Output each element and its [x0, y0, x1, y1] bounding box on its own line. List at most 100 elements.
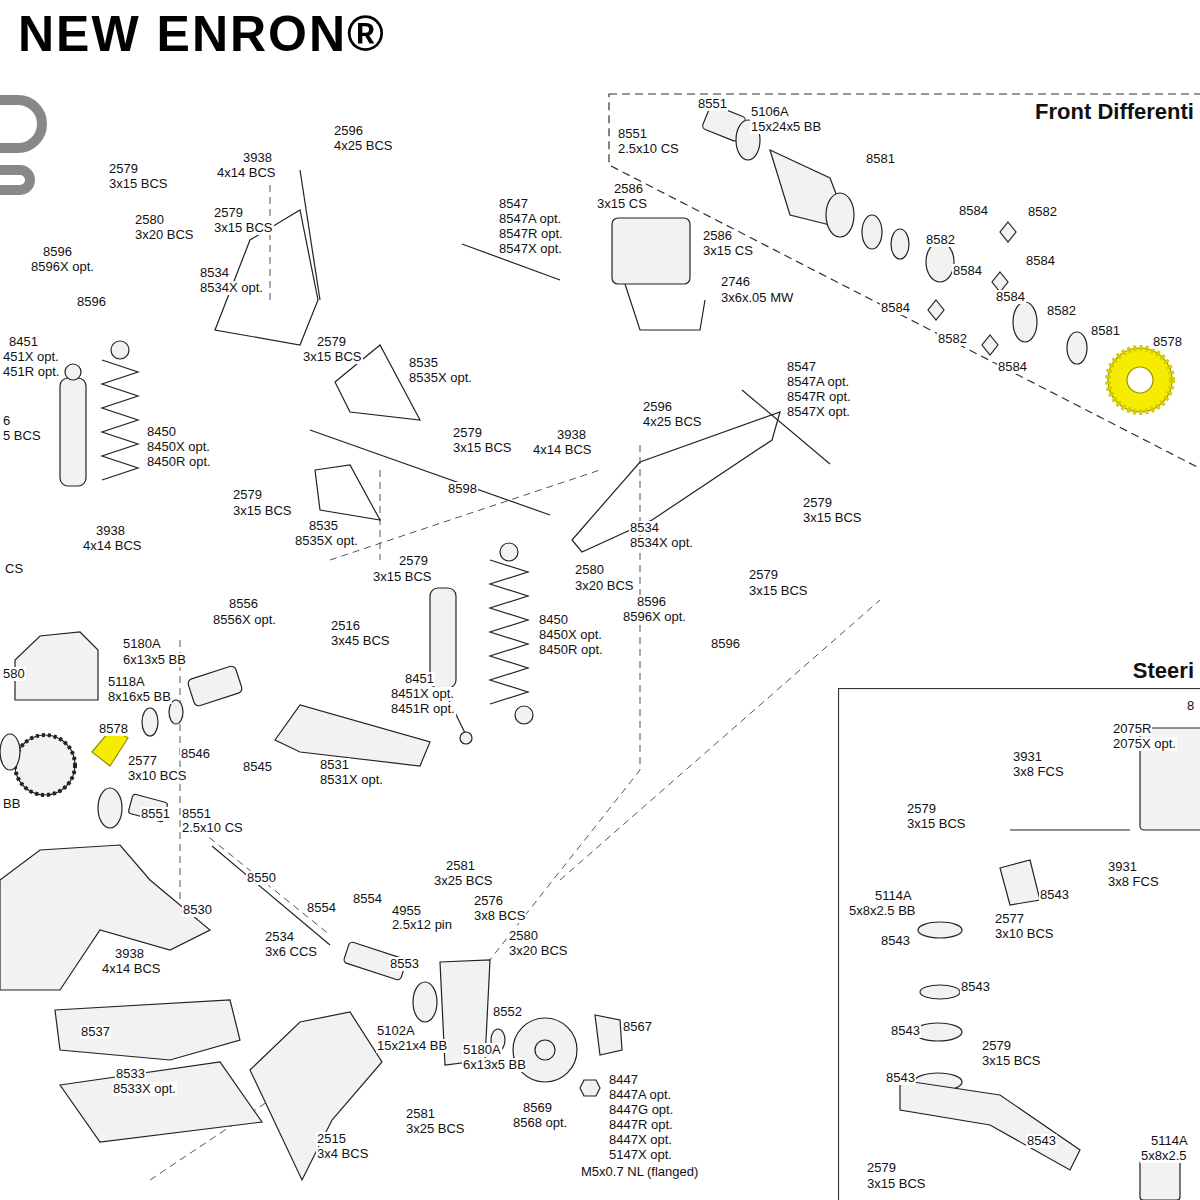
callout-number: 8551 [697, 97, 728, 111]
callout-number: 6x13x5 BB [122, 653, 187, 667]
callout-number: 3931 [1012, 750, 1043, 764]
callout-number: 8584 [1025, 254, 1056, 268]
callout-number: 3x15 BCS [302, 350, 363, 364]
callout-number: 8447 [608, 1073, 639, 1087]
part-outline [982, 335, 998, 355]
callout-number: 8534X opt. [199, 281, 264, 295]
callout-number: 4x14 BCS [101, 962, 162, 976]
part-outline [102, 360, 138, 480]
callout-number: 3x15 BCS [866, 1177, 927, 1191]
callout-number: 8535X opt. [294, 534, 359, 548]
callout-number: 3x20 BCS [574, 579, 635, 593]
callout-number: 8596X opt. [30, 260, 95, 274]
part-outline [500, 543, 518, 561]
callout-number: 8531 [319, 758, 350, 772]
callout-number: 4x25 BCS [333, 139, 394, 153]
panel-border [839, 689, 1200, 1200]
callout-number: 2579 [213, 206, 244, 220]
part-outline [1000, 860, 1040, 905]
part-outline [926, 242, 954, 282]
part-outline [470, 445, 640, 985]
callout-number: 8552 [492, 1005, 523, 1019]
callout-number: 8554 [352, 892, 383, 906]
part-outline [330, 470, 600, 560]
part-outline [1108, 348, 1172, 412]
parts [0, 104, 1200, 1200]
callout-number: 2596 [333, 124, 364, 138]
callout-number: 2515 [316, 1132, 347, 1146]
callout-number: 8450R opt. [146, 455, 212, 469]
part-outline [1140, 1160, 1180, 1200]
part-outline [914, 1023, 962, 1041]
callout-number: 8551 [617, 127, 648, 141]
part-outline [98, 788, 122, 828]
callout-number: 2576 [473, 894, 504, 908]
callout-number: BB [2, 797, 21, 811]
part-outline [928, 300, 944, 320]
part-outline [0, 845, 210, 990]
part-outline [1067, 332, 1087, 364]
callout-number: 8447X opt. [608, 1133, 673, 1147]
callout-number: 3x8 FCS [1012, 765, 1065, 779]
callout-number: 8534 [199, 266, 230, 280]
callout-number: 8530 [182, 903, 213, 917]
callout-number: 8535 [308, 519, 339, 533]
part-outline [250, 1012, 382, 1180]
callout-number: 8547A opt. [786, 375, 850, 389]
callout-number: 8x16x5 BB [107, 690, 172, 704]
callout-number: 8567 [622, 1020, 653, 1034]
callout-number: 8596 [76, 295, 107, 309]
callout-number: 8535X opt. [408, 371, 473, 385]
callout-number: 3x10 BCS [127, 769, 188, 783]
callout-number: 8584 [952, 264, 983, 278]
callout-number: 8535 [408, 356, 439, 370]
panel-title: Front Differenti [1033, 99, 1196, 125]
callout-number: 8582 [1046, 304, 1077, 318]
callout-number: 8531X opt. [319, 773, 384, 787]
callout-number: 8450 [538, 613, 569, 627]
part-outline [142, 708, 158, 736]
part-outline [891, 229, 909, 259]
part-outline [15, 735, 75, 795]
callout-number: 8 [1186, 699, 1195, 713]
part-outline [60, 378, 86, 486]
part-outline [513, 1018, 577, 1082]
panel-title: Steeri [1131, 658, 1196, 684]
part-outline [920, 985, 960, 999]
callout-number: 5x8x2.5 BB [848, 904, 917, 918]
callout-number: 8545 [242, 760, 273, 774]
callout-number: 8551 [181, 807, 212, 821]
callout-number: 8447A opt. [608, 1088, 672, 1102]
callout-number: 2579 [802, 496, 833, 510]
callout-number: 2586 [613, 182, 644, 196]
callout-number: 8547A opt. [498, 212, 562, 226]
part-outline [490, 560, 528, 704]
callout-number: 15x21x4 BB [376, 1039, 448, 1053]
callout-number: 8543 [890, 1024, 921, 1038]
callout-number: 5x8x2.5 [1140, 1149, 1188, 1163]
callout-number: 2596 [642, 400, 673, 414]
callout-number: 2579 [108, 162, 139, 176]
callout-number: 8447G opt. [608, 1103, 674, 1117]
callout-number: 8582 [925, 233, 956, 247]
callout-number: 8578 [1152, 335, 1183, 349]
callout-number: 2579 [981, 1039, 1012, 1053]
callout-number: 5106A [750, 105, 790, 119]
callout-number: 8584 [997, 360, 1028, 374]
callout-number: 8547R opt. [498, 227, 564, 241]
callout-number: 2579 [748, 568, 779, 582]
callout-number: 4x14 BCS [532, 443, 593, 457]
callout-number: 8584 [995, 290, 1026, 304]
part-outline [862, 215, 882, 249]
callout-number: 8547 [786, 360, 817, 374]
callout-number: 8584 [880, 301, 911, 315]
callout-number: 8550 [246, 871, 277, 885]
callout-number: 15x24x5 BB [750, 120, 822, 134]
callout-number: 2.5x10 CS [181, 821, 244, 835]
callout-number: 8451R opt. [390, 702, 456, 716]
part-outline [1127, 367, 1153, 393]
panel-border [609, 94, 1200, 472]
callout-number: 2579 [452, 426, 483, 440]
part-outline [65, 364, 81, 380]
